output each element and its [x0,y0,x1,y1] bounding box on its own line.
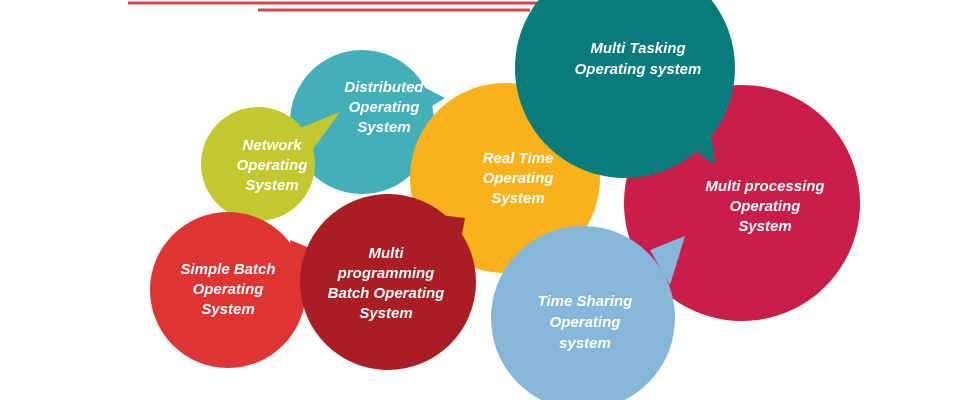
bubble-multi-tasking: Multi TaskingOperating system [515,0,735,178]
svg-text:NetworkOperatingSystem: NetworkOperatingSystem [237,137,308,194]
bubble-distributed: DistributedOperatingSystem [290,50,445,194]
bubble-simple-batch: Simple BatchOperatingSystem [150,212,315,368]
svg-text:Multi processingOperatingSyste: Multi processingOperatingSystem [705,178,824,235]
bubble-network: NetworkOperatingSystem [201,107,340,221]
svg-text:Multi TaskingOperating system: Multi TaskingOperating system [575,40,702,78]
svg-text:Simple BatchOperatingSystem: Simple BatchOperatingSystem [180,261,275,318]
svg-text:Real TimeOperatingSystem: Real TimeOperatingSystem [483,150,554,207]
bubble-time-sharing: Time SharingOperatingsystem [491,226,685,400]
svg-text:Time SharingOperatingsystem: Time SharingOperatingsystem [538,293,633,352]
svg-text:MultiprogrammingBatch Operatin: MultiprogrammingBatch OperatingSystem [328,245,445,322]
bubble-multi-programming: MultiprogrammingBatch OperatingSystem [300,194,476,370]
svg-text:DistributedOperatingSystem: DistributedOperatingSystem [344,79,424,136]
